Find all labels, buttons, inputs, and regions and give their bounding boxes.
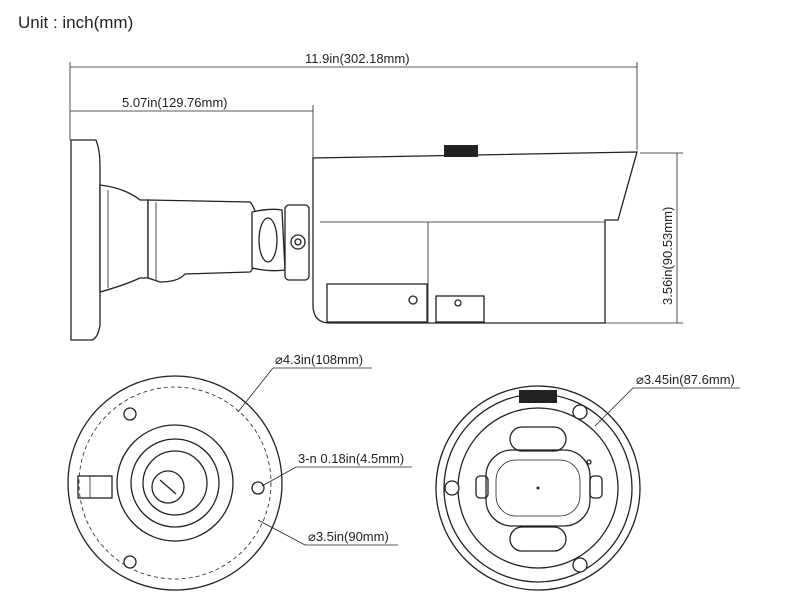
- lens-inner: [495, 459, 581, 517]
- light-sensor: [586, 459, 592, 465]
- screw-hole-leader: [261, 466, 412, 487]
- joint-screw-head: [294, 238, 302, 246]
- unit-label: Unit : inch(mm): [18, 13, 133, 32]
- height-label: 3.56in(90.53mm): [660, 207, 675, 305]
- front-screw-bottom-right: [572, 557, 588, 573]
- wall-plate: [70, 139, 101, 341]
- lens-center: [536, 486, 540, 490]
- front-screw-top-right: [572, 404, 588, 420]
- joint-screw: [290, 234, 306, 250]
- indicator-left: [475, 475, 489, 499]
- ir-window-bottom: [509, 526, 567, 552]
- front-view: ⌀3.45in(87.6mm): [435, 372, 740, 591]
- base-hole-circle: [78, 386, 272, 580]
- cover-screw: [454, 299, 462, 307]
- camera-body: [312, 151, 638, 324]
- base-view: ⌀4.3in(108mm) 3-n 0.18in(4.5mm) ⌀3.5in(9…: [67, 352, 412, 591]
- front-diameter-label: ⌀3.45in(87.6mm): [636, 372, 735, 387]
- base-inner-ring: [116, 424, 234, 542]
- overall-length-label: 11.9in(302.18mm): [305, 51, 410, 66]
- cable-slot: [77, 475, 113, 499]
- bottom-panel: [326, 283, 428, 323]
- swivel-ball: [258, 217, 278, 263]
- panel-screw: [408, 295, 418, 305]
- mount-hole-right: [251, 481, 265, 495]
- mount-length-label: 5.07in(129.76mm): [122, 95, 228, 110]
- mount-hole-top: [123, 407, 137, 421]
- hole-circle-label: ⌀3.5in(90mm): [308, 529, 389, 544]
- mount-neck: [99, 184, 149, 293]
- base-neck-ring: [130, 438, 220, 528]
- base-diameter-leader: [237, 367, 372, 413]
- indicator-right: [589, 475, 603, 499]
- ir-window-top: [509, 426, 567, 452]
- bottom-cover: [435, 295, 485, 323]
- mount-arm: [147, 199, 259, 283]
- front-screw-left: [444, 480, 460, 496]
- boss-slot: [159, 479, 177, 495]
- base-diameter-label: ⌀4.3in(108mm): [275, 352, 363, 367]
- side-view: 11.9in(302.18mm) 5.07in(129.76mm) 3.56in…: [69, 51, 683, 341]
- front-diameter-leader: [594, 387, 740, 427]
- mount-hole-bottom: [123, 555, 137, 569]
- base-arm-ring: [142, 450, 208, 516]
- screw-hole-label: 3-n 0.18in(4.5mm): [298, 451, 404, 466]
- front-top-button: [519, 390, 557, 403]
- hole-circle-leader: [257, 519, 398, 546]
- top-button: [444, 145, 478, 157]
